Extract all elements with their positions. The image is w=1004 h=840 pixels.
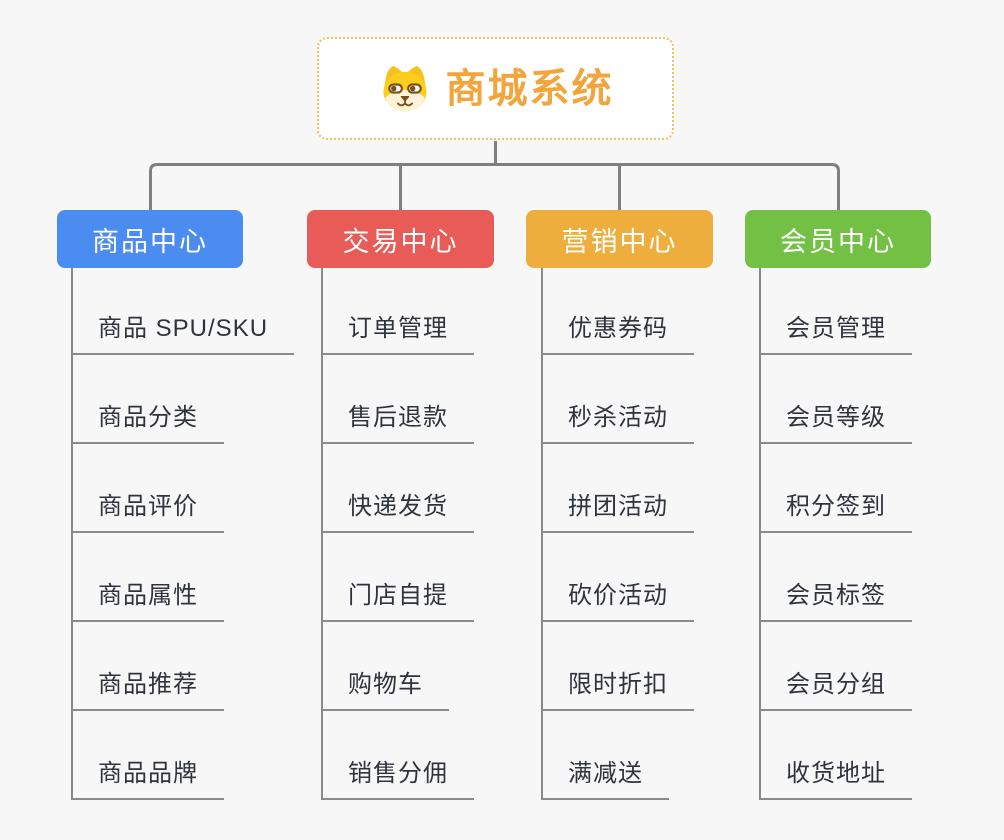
branch-label: 交易中心 (342, 226, 459, 257)
leaf-item[interactable]: 快递发货 (321, 471, 474, 533)
leaf-item[interactable]: 商品属性 (71, 560, 224, 622)
leaf-item[interactable]: 收货地址 (759, 738, 912, 800)
page-title: 商城系统 (445, 66, 614, 111)
dog-face-icon (382, 65, 427, 111)
branch-member-center[interactable]: 会员中心 (745, 210, 931, 268)
leaf-item[interactable]: 商品评价 (71, 471, 224, 533)
leaf-item[interactable]: 拼团活动 (541, 471, 694, 533)
leaf-item[interactable]: 商品品牌 (71, 738, 224, 800)
leaf-item[interactable]: 积分签到 (759, 471, 912, 533)
root-node-mall-system[interactable]: 商城系统 (317, 37, 674, 140)
leaf-item[interactable]: 满减送 (541, 738, 669, 800)
branch-marketing-center[interactable]: 营销中心 (526, 210, 713, 268)
branch-trade-center[interactable]: 交易中心 (307, 210, 494, 268)
branch-label: 会员中心 (780, 226, 896, 257)
leaf-item[interactable]: 优惠券码 (541, 293, 694, 355)
leaf-item[interactable]: 商品推荐 (71, 649, 224, 711)
leaf-item[interactable]: 会员管理 (759, 293, 912, 355)
leaf-item[interactable]: 秒杀活动 (541, 382, 694, 444)
leaf-item[interactable]: 售后退款 (321, 382, 474, 444)
branch-product-center[interactable]: 商品中心 (57, 210, 243, 268)
leaf-item[interactable]: 限时折扣 (541, 649, 694, 711)
leaf-item[interactable]: 门店自提 (321, 560, 474, 622)
leaf-item[interactable]: 砍价活动 (541, 560, 694, 622)
branch-label: 营销中心 (561, 226, 678, 257)
leaf-item[interactable]: 订单管理 (321, 293, 474, 355)
leaf-item[interactable]: 会员分组 (759, 649, 912, 711)
leaf-item[interactable]: 购物车 (321, 649, 449, 711)
leaf-item[interactable]: 会员等级 (759, 382, 912, 444)
leaf-item[interactable]: 会员标签 (759, 560, 912, 622)
leaf-item[interactable]: 商品 SPU/SKU (71, 293, 295, 355)
branch-label: 商品中心 (92, 226, 208, 257)
leaf-item[interactable]: 销售分佣 (321, 738, 474, 800)
leaf-item[interactable]: 商品分类 (71, 382, 224, 444)
